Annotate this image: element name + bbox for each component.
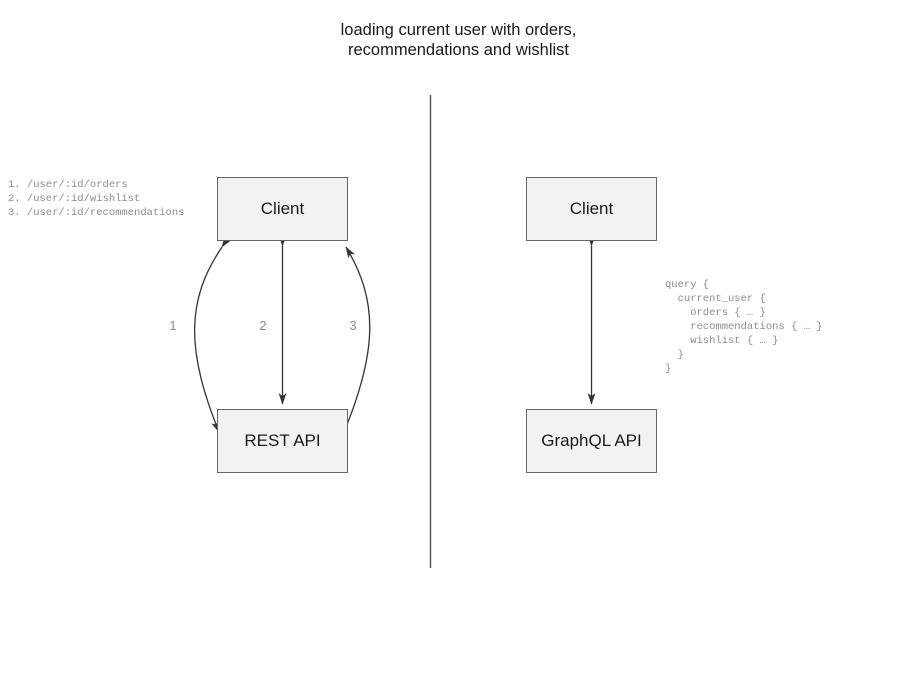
edge-label-2: 2 (259, 318, 267, 333)
edge-label-3: 3 (349, 318, 357, 333)
edge-label-1: 1 (169, 318, 177, 333)
node-graphql-api: GraphQL API (526, 409, 657, 473)
node-client-rest: Client (217, 177, 348, 241)
graphql-query-block: query { current_user { orders { … } reco… (665, 279, 823, 375)
edge-3-rest-to-client (336, 246, 371, 444)
edge-1-client-to-rest (194, 235, 232, 433)
node-rest-api: REST API (217, 409, 348, 473)
rest-endpoints-list: 1. /user/:id/orders 2. /user/:id/wishlis… (8, 179, 185, 219)
node-client-graphql: Client (526, 177, 657, 241)
page-title: loading current user with orders, recomm… (340, 21, 577, 59)
